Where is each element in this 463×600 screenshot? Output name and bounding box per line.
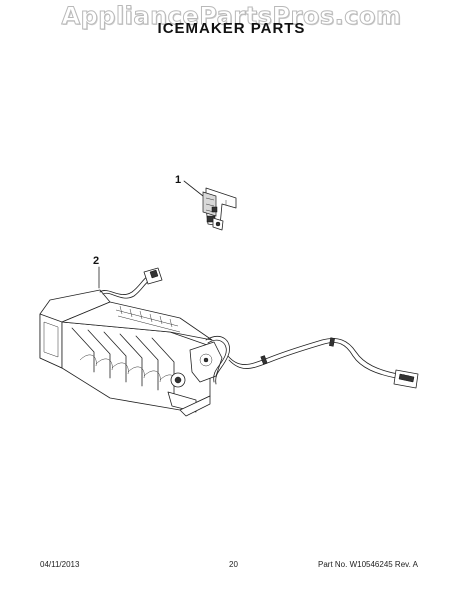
footer-date: 04/11/2013 — [40, 560, 80, 569]
leader-line-1 — [183, 180, 204, 197]
callout-label-1: 1 — [175, 174, 182, 186]
watermark-logo: AppliancePartsPros.com — [61, 2, 402, 31]
page-title: ICEMAKER PARTS — [157, 20, 306, 37]
callout-label-2: 2 — [93, 255, 100, 267]
footer-page-number: 20 — [229, 560, 238, 569]
part-1-switch — [183, 180, 237, 231]
part-2-icemaker-assembly — [39, 266, 419, 417]
footer-part-number: Part No. W10546245 Rev. A — [318, 560, 418, 569]
